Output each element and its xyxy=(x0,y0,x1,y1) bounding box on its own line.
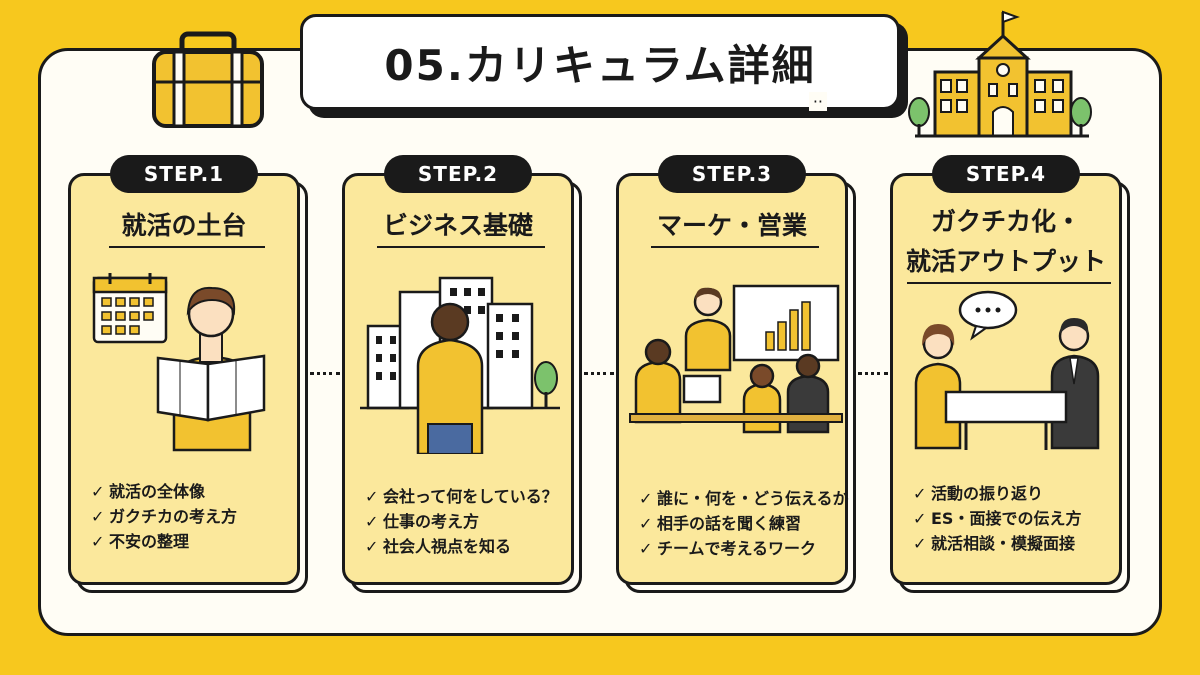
step-badge: STEP.1 xyxy=(110,155,258,193)
list-item: ✓就活相談・模擬面接 xyxy=(913,534,1076,553)
list-item: ✓活動の振り返り xyxy=(913,484,1044,503)
office-buildings-illustration xyxy=(360,276,560,454)
student-with-map-illustration xyxy=(92,273,266,452)
step-connector xyxy=(858,372,888,375)
step-title: マーケ・営業 xyxy=(656,211,807,240)
list-item: ✓誰に・何を・どう伝えるか xyxy=(639,489,849,508)
list-item: ✓チームで考えるワーク xyxy=(639,539,817,558)
list-item: ✓不安の整理 xyxy=(91,532,190,551)
list-item: ✓相手の話を聞く練習 xyxy=(639,514,802,533)
step-bullets: ✓会社って何をしている？ ✓仕事の考え方 ✓社会人視点を知る xyxy=(365,484,561,559)
title-underline xyxy=(109,246,265,248)
list-item: ✓会社って何をしている？ xyxy=(365,487,558,506)
step-connector xyxy=(584,372,614,375)
step-bullets: ✓就活の全体像 ✓ガクチカの考え方 ✓不安の整理 xyxy=(91,479,287,554)
title-underline xyxy=(377,246,545,248)
step-badge: STEP.4 xyxy=(932,155,1080,193)
step-bullets: ✓活動の振り返り ✓ES・面接での伝え方 ✓就活相談・模擬面接 xyxy=(913,481,1109,556)
list-item: ✓ES・面接での伝え方 xyxy=(913,509,1082,528)
school-building-icon xyxy=(908,10,1092,138)
step-badge: STEP.3 xyxy=(658,155,806,193)
step-bullets: ✓誰に・何を・どう伝えるか ✓相手の話を聞く練習 ✓チームで考えるワーク xyxy=(639,486,849,561)
page-title: 05.カリキュラム詳細 xyxy=(384,40,816,90)
title-underline xyxy=(651,246,819,248)
step-connector xyxy=(310,372,340,375)
interview-illustration xyxy=(914,290,1100,450)
title-banner: 05.カリキュラム詳細 ·· xyxy=(300,14,900,111)
briefcase-icon xyxy=(152,31,264,128)
list-item: ✓就活の全体像 xyxy=(91,482,206,501)
title-underline xyxy=(907,282,1111,284)
presentation-meeting-illustration xyxy=(629,284,843,434)
list-item: ✓社会人視点を知る xyxy=(365,537,512,556)
step-title: ガクチカ化・ 就活アウトプット xyxy=(905,207,1106,276)
step-title: ビジネス基礎 xyxy=(382,211,533,240)
step-badge: STEP.2 xyxy=(384,155,532,193)
list-item: ✓仕事の考え方 xyxy=(365,512,480,531)
step-title: 就活の土台 xyxy=(121,211,247,240)
list-item: ✓ガクチカの考え方 xyxy=(91,507,238,526)
